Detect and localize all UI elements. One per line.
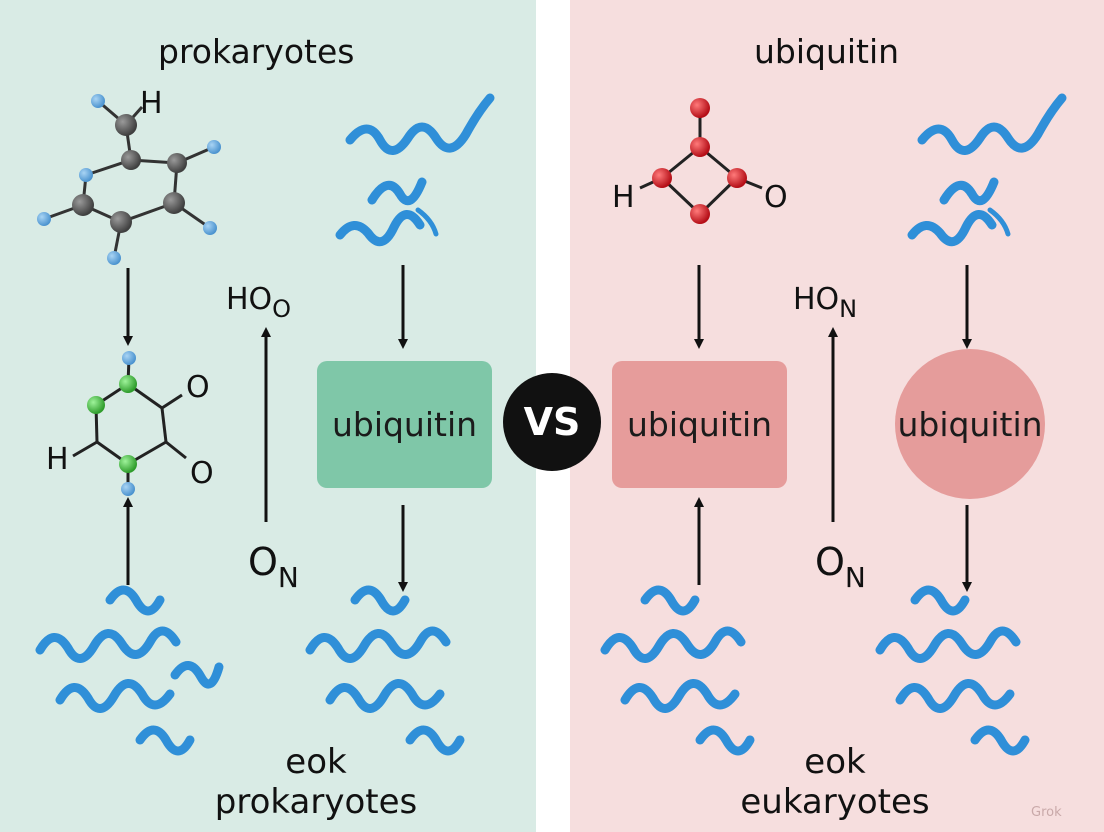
protein-bottom-left-2-icon xyxy=(305,585,465,756)
protein-bottom-right-1-icon xyxy=(600,585,755,756)
left-formula-b-sub: N xyxy=(277,561,299,594)
left-formula-a-sub: O xyxy=(272,295,292,323)
ubiquitin-box-right: ubiquitin xyxy=(612,361,787,488)
left-formula-b: ON xyxy=(248,540,299,594)
left-title: prokaryotes xyxy=(158,32,355,71)
right-formula-b: ON xyxy=(815,540,866,594)
ring-molecule-icon xyxy=(37,94,221,265)
right-caption: eok eukaryotes xyxy=(700,742,970,822)
left-formula-b-main: O xyxy=(248,540,278,584)
left-formula-a: HOO xyxy=(226,282,291,323)
right-formula-a-main: HO xyxy=(793,282,840,317)
top-molecule-h-label: H xyxy=(140,86,163,121)
left-caption-line1: eok xyxy=(285,742,347,782)
ubiquitin-circle-right: ubiquitin xyxy=(895,349,1045,499)
watermark: Grok xyxy=(1031,805,1062,820)
red-molecule-icon xyxy=(639,98,763,224)
right-formula-a-sub: N xyxy=(839,295,858,323)
right-caption-line2: eukaryotes xyxy=(740,782,930,822)
protein-top-left-icon xyxy=(335,93,495,247)
right-formula-b-main: O xyxy=(815,540,845,584)
right-formula-b-sub: N xyxy=(844,561,866,594)
protein-bottom-left-1-icon xyxy=(35,585,224,756)
ubiquitin-box-left: ubiquitin xyxy=(317,361,492,488)
protein-bottom-right-2-icon xyxy=(875,585,1030,756)
right-title: ubiquitin xyxy=(754,32,900,71)
red-molecule-h-label: H xyxy=(612,180,635,215)
left-caption-line2: prokaryotes xyxy=(214,782,418,822)
vs-badge: VS xyxy=(503,373,601,471)
left-caption: eok prokaryotes xyxy=(196,742,436,822)
protein-top-right-icon xyxy=(907,93,1067,247)
left-formula-a-main: HO xyxy=(226,282,273,317)
ring-o2-label: O xyxy=(190,456,214,491)
ring-h-label: H xyxy=(46,442,69,477)
ring-o1-label: O xyxy=(186,370,210,405)
red-molecule-o-label: O xyxy=(764,180,788,215)
green-ring-molecule-icon xyxy=(72,351,187,496)
right-formula-a: HON xyxy=(793,282,857,323)
right-caption-line1: eok xyxy=(804,742,866,782)
